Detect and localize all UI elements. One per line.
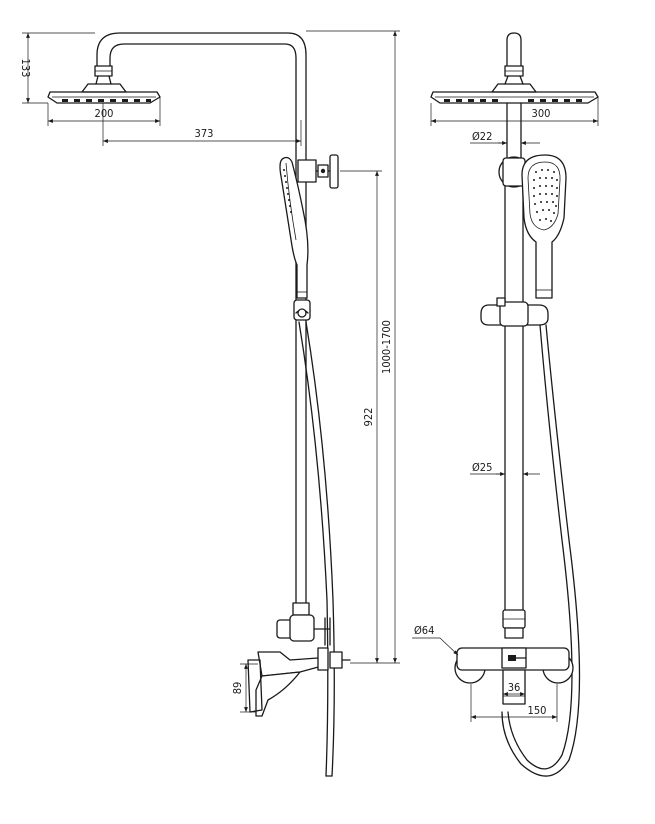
side-upper-wall-bracket — [297, 154, 339, 189]
front-upper-bracket — [498, 156, 530, 188]
front-sliding-holder — [480, 297, 549, 327]
dim-dia-22: Ø22 — [470, 130, 540, 145]
dim-133-label: 133 — [19, 59, 32, 78]
dim-300: 300 — [430, 97, 599, 126]
dim-89: 89 — [231, 663, 258, 713]
front-mixer — [454, 647, 574, 705]
front-hand-shower-nozzles — [533, 169, 558, 222]
dim-133: 133 — [19, 32, 95, 104]
side-view: 133 200 373 922 1000-1700 — [19, 30, 400, 777]
side-sliding-holder — [293, 299, 311, 321]
front-top-pipe — [504, 32, 524, 85]
front-view: 300 Ø22 Ø25 Ø64 36 — [412, 32, 599, 777]
dim-89-label: 89 — [231, 682, 244, 695]
dim-36: 36 — [503, 681, 525, 696]
front-head-nozzles — [444, 99, 582, 102]
dim-150-label: 150 — [528, 704, 547, 717]
front-riser-bar — [504, 185, 524, 613]
side-shower-head — [47, 83, 161, 104]
dim-200-label: 200 — [95, 107, 114, 120]
side-lower-connector — [276, 602, 331, 646]
dim-1000-1700-label: 1000-1700 — [380, 320, 393, 374]
dim-dia-64: Ø64 — [412, 624, 459, 656]
dim-dia-22-label: Ø22 — [472, 130, 492, 143]
side-overhead-arm — [96, 32, 307, 149]
front-hose — [501, 324, 581, 777]
front-lower-connector — [502, 609, 526, 639]
front-hand-shower — [521, 154, 567, 299]
side-mixer-body — [247, 647, 351, 717]
dim-150: 150 — [470, 684, 558, 722]
dim-dia-64-label: Ø64 — [414, 624, 434, 637]
dim-1000-1700: 1000-1700 — [306, 30, 400, 663]
dim-300-label: 300 — [532, 107, 551, 120]
dim-dia-25-label: Ø25 — [472, 461, 492, 474]
dim-dia-25: Ø25 — [470, 461, 540, 476]
side-hand-shower — [279, 156, 309, 299]
front-riser-upper — [506, 102, 522, 161]
dim-200: 200 — [47, 97, 161, 126]
dim-373-label: 373 — [195, 127, 214, 140]
front-shower-head — [430, 83, 599, 104]
dim-922-label: 922 — [362, 408, 375, 427]
dim-36-label: 36 — [508, 681, 521, 694]
dim-373: 373 — [102, 103, 302, 146]
side-head-nozzles — [62, 99, 151, 102]
dim-922: 922 — [340, 170, 400, 664]
side-hose — [298, 321, 335, 777]
